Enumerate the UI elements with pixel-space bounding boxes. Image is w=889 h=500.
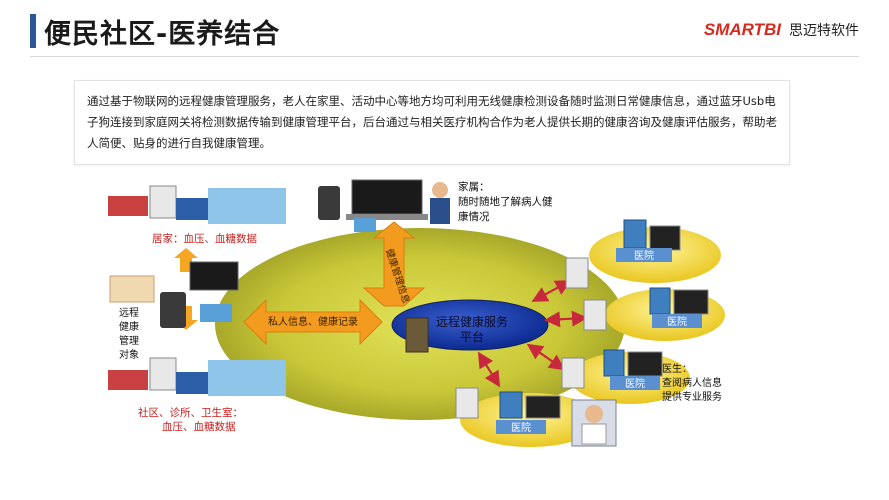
family-line1: 随时随地了解病人健 (458, 195, 553, 208)
phone-icon (160, 292, 186, 328)
elderly-label-4: 对象 (119, 348, 139, 361)
person-icon (430, 198, 450, 224)
hospital-building-icon (499, 391, 523, 419)
server-rack-icon (405, 317, 429, 353)
hospital-label: 医院 (625, 377, 645, 390)
family-person (430, 182, 450, 224)
hospital-building-icon (603, 349, 625, 377)
meter-icon (108, 370, 148, 390)
elderly-label-3: 管理 (119, 334, 139, 347)
platform-label-line1: 远程健康服务 (436, 314, 508, 329)
community-label-line2: 血压、血糖数据 (162, 420, 236, 433)
doctor-title: 医生： (662, 362, 692, 375)
private-info-arrow: 私人信息、健康记录 (243, 298, 383, 346)
laptop-icon (189, 261, 239, 291)
person-activity-icon (208, 188, 286, 224)
home-label: 居家：血压、血糖数据 (152, 232, 257, 245)
family-line2: 康情况 (458, 210, 490, 223)
hospital-node-2: 医院 (605, 287, 725, 341)
doctor-figure (571, 399, 617, 447)
family-devices (318, 179, 428, 232)
home-devices (108, 185, 286, 224)
bp-monitor-icon (176, 198, 208, 220)
header-divider (30, 56, 859, 57)
page-title: 便民社区-医养结合 (44, 19, 281, 50)
elderly-label-2: 健康 (119, 320, 139, 333)
hospital-label: 医院 (667, 315, 687, 328)
logo-text: 思迈特软件 (789, 23, 859, 39)
hospital-node-3: 医院 (570, 349, 690, 404)
family-title: 家属： (458, 180, 490, 193)
glucose-meter-icon (149, 357, 177, 391)
xray-icon (525, 395, 561, 419)
doctor-line1: 查阅病人信息 (662, 376, 722, 389)
hospital-node-4: 医院 (460, 391, 600, 447)
laptop-icon (351, 179, 423, 215)
community-devices (108, 357, 286, 396)
xray-icon (673, 289, 709, 315)
bp-monitor-icon (176, 372, 208, 394)
private-info-label: 私人信息、健康记录 (268, 315, 358, 328)
xray-icon (649, 225, 681, 251)
phone-icon (318, 186, 340, 220)
elderly-label-1: 远程 (119, 307, 139, 319)
xray-icon (627, 351, 663, 377)
description-box: 通过基于物联网的远程健康管理服务，老人在家里、活动中心等地方均可利用无线健康检测… (74, 80, 790, 165)
gateway-icon (200, 304, 232, 322)
platform-label-line2: 平台 (460, 329, 484, 344)
hospital-label: 医院 (511, 421, 531, 434)
elderly-devices (109, 261, 239, 328)
person-activity-icon (208, 360, 286, 396)
hospital-links (477, 280, 588, 388)
device-icon (354, 218, 376, 232)
hospital-node-1: 医院 (589, 219, 721, 283)
title-accent-bar (30, 14, 36, 48)
glucose-meter-icon (149, 185, 177, 219)
elderly-icon (109, 275, 155, 303)
community-label-line1: 社区、诊所、卫生室： (138, 406, 243, 419)
hospital-label: 医院 (634, 249, 654, 262)
logo-mark: SMARTBI (703, 20, 781, 39)
remote-health-platform: 远程健康服务 平台 (391, 299, 549, 353)
hospital-building-icon (649, 287, 671, 315)
brand-logo: SMARTBI 思迈特软件 (704, 20, 859, 40)
meter-icon (108, 196, 148, 216)
server-icons (455, 257, 607, 419)
hospital-building-icon (623, 219, 647, 249)
doctor-line2: 提供专业服务 (662, 390, 722, 403)
